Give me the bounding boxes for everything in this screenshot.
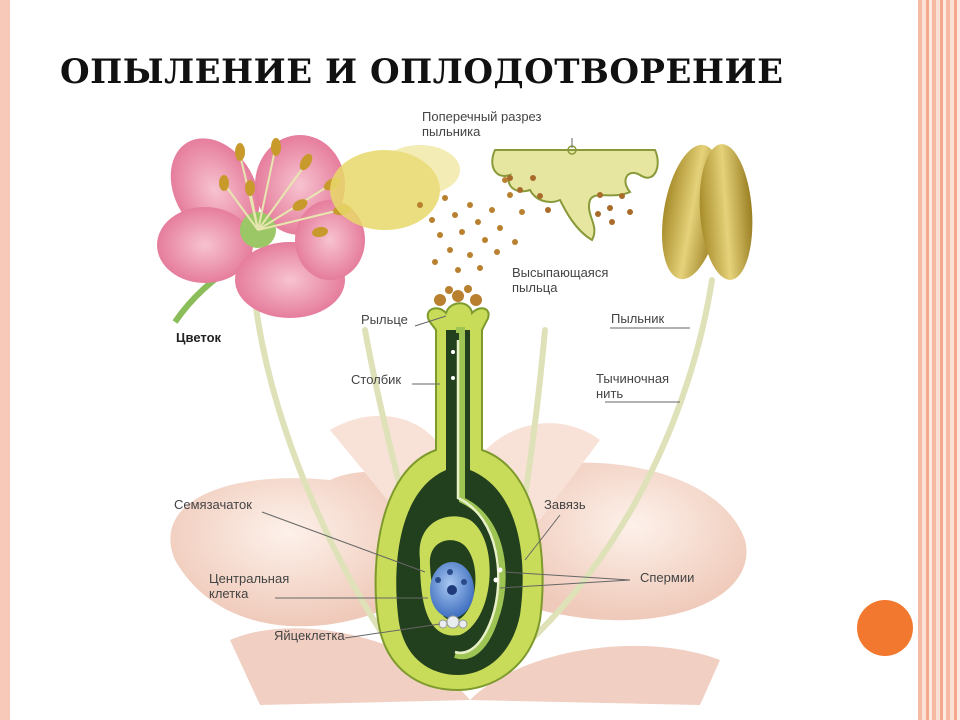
large-anther — [662, 144, 753, 280]
pistil — [374, 285, 544, 692]
label-sperm: Спермии — [640, 570, 694, 585]
label-central-cell-line2: клетка — [209, 586, 249, 601]
background-petals — [170, 415, 747, 705]
left-border-decoration — [0, 0, 10, 720]
label-falling-pollen-line2: пыльца — [512, 280, 558, 295]
slide-title: ОПЫЛЕНИЕ И ОПЛОДОТВОРЕНИЕ — [60, 52, 784, 92]
label-ovary: Завязь — [544, 497, 586, 512]
falling-pollen-grains — [417, 177, 525, 273]
label-filament-line1: Тычиночная — [596, 371, 669, 386]
diagram-labels: Поперечный разрез пыльника Цветок Высыпа… — [174, 109, 694, 643]
label-cross-section-line2: пыльника — [422, 124, 481, 139]
label-central-cell-line1: Центральная — [209, 571, 289, 586]
anther-cross-section — [491, 145, 659, 242]
label-cross-section-line1: Поперечный разрез — [422, 109, 541, 124]
label-flower: Цветок — [176, 330, 222, 345]
label-ovule: Семязачаток — [174, 497, 252, 512]
leader-lines — [261, 138, 690, 639]
label-falling-pollen-line1: Высыпающаяся — [512, 265, 608, 280]
pink-flower — [157, 135, 365, 324]
right-border-decoration — [918, 0, 960, 720]
label-anther: Пыльник — [611, 311, 664, 326]
pollen-cloud — [330, 145, 460, 230]
label-stigma: Рыльце — [361, 312, 408, 327]
label-style: Столбик — [351, 372, 401, 387]
label-egg-cell: Яйцеклетка — [274, 628, 345, 643]
label-filament-line2: нить — [596, 386, 623, 401]
orange-circle-decoration — [857, 600, 913, 656]
